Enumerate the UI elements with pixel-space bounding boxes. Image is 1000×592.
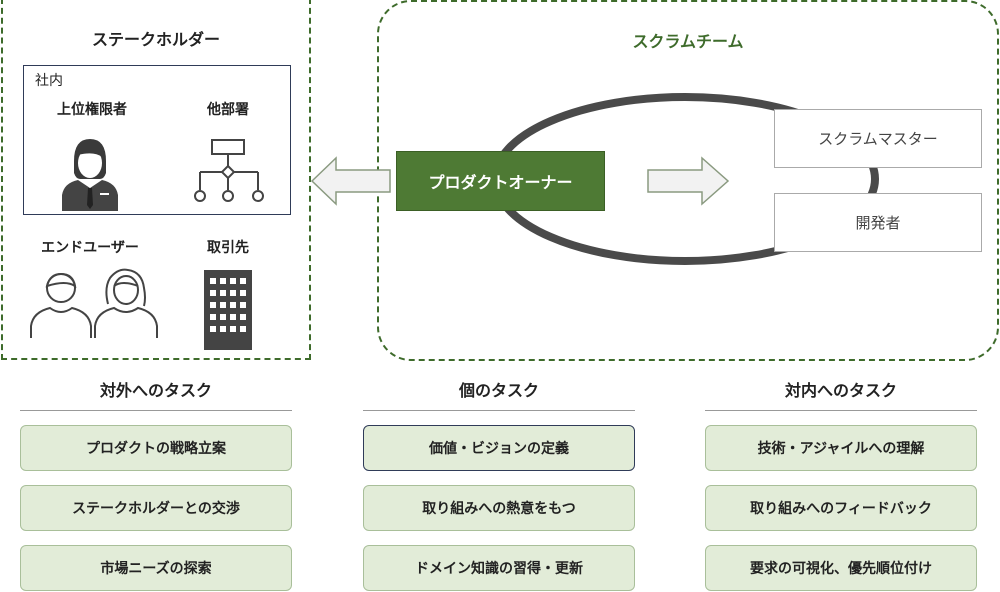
- individual-tasks-rule: [363, 410, 635, 411]
- task-item: 取り組みへのフィードバック: [705, 485, 977, 531]
- product-owner-box: プロダクトオーナー: [396, 151, 605, 211]
- other-dept-label: 他部署: [207, 102, 249, 118]
- internal-tasks-title: 対内へのタスク: [784, 381, 897, 400]
- task-item: ドメイン知識の習得・更新: [363, 545, 635, 591]
- task-item: 要求の可視化、優先順位付け: [705, 545, 977, 591]
- right-arrow-icon: [647, 156, 730, 206]
- businessman-icon: [62, 139, 118, 211]
- task-item: 取り組みへの熱意をもつ: [363, 485, 635, 531]
- male-user-icon: [30, 272, 92, 338]
- internal-group: [23, 65, 291, 215]
- task-item: 価値・ビジョンの定義: [363, 425, 635, 471]
- task-item: ステークホルダーとの交渉: [20, 485, 292, 531]
- org-chart-icon: [194, 139, 264, 202]
- task-item: 技術・アジャイルへの理解: [705, 425, 977, 471]
- internal-tasks-rule: [705, 410, 977, 411]
- external-tasks-title: 対外へのタスク: [99, 381, 212, 400]
- partner-label: 取引先: [207, 240, 249, 256]
- individual-tasks-title: 個のタスク: [458, 381, 539, 400]
- task-item: プロダクトの戦略立案: [20, 425, 292, 471]
- end-user-label: エンドユーザー: [41, 240, 139, 256]
- office-building-icon: [204, 270, 252, 350]
- stakeholder-group: [1, 0, 311, 360]
- left-arrow-icon: [310, 156, 391, 206]
- internal-label: 社内: [35, 73, 63, 89]
- scrum-master-box: スクラムマスター: [774, 109, 982, 168]
- external-tasks-rule: [20, 410, 292, 411]
- stakeholder-title: ステークホルダー: [91, 30, 220, 49]
- task-item: 市場ニーズの探索: [20, 545, 292, 591]
- scrum-team-title: スクラムチーム: [632, 32, 744, 51]
- developers-box: 開発者: [774, 193, 982, 252]
- senior-label: 上位権限者: [57, 102, 127, 118]
- female-user-icon: [94, 268, 158, 338]
